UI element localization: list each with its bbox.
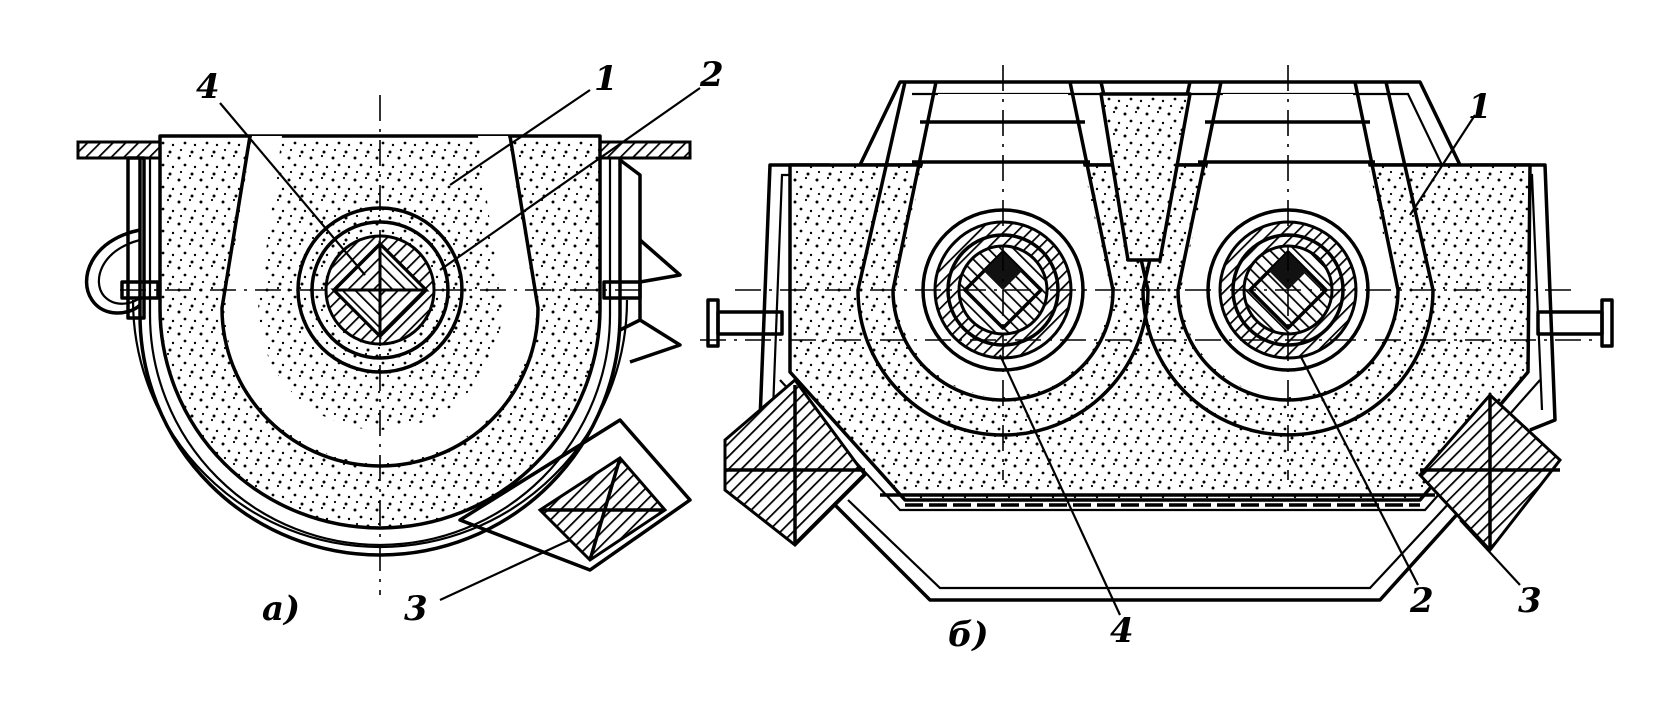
figure-b-callout-1: 1 xyxy=(1468,87,1492,127)
figure-b-lining-outline xyxy=(788,163,1532,502)
figure-a-leader-4 xyxy=(219,102,366,276)
figure-a-inductor-diag xyxy=(540,457,665,561)
figure-b-leader-3 xyxy=(1459,519,1521,586)
figure-a-leader-2 xyxy=(439,87,701,271)
figure-b: 1 2 3 4 б) xyxy=(700,65,1614,655)
figure-a-right-fin-2 xyxy=(629,318,682,364)
figure-b-left-inductor-diag xyxy=(725,385,865,545)
figure-a-leader-1 xyxy=(449,89,591,186)
figure-b-callout-4: 4 xyxy=(1110,611,1134,651)
figure-a-lining-outline xyxy=(158,134,602,530)
figure-b-leader-4 xyxy=(999,354,1121,616)
figure-a-cooling-pipe-inner xyxy=(97,238,141,305)
figure-b-right-flange xyxy=(1536,310,1604,336)
figure-a-callout-1: 1 xyxy=(594,59,618,99)
figure-b-left-flange-cap xyxy=(706,298,720,348)
figure-b-left-core xyxy=(963,250,1043,330)
figure-a-inductor-housing xyxy=(458,418,692,572)
figure-a-right-bracket xyxy=(618,158,642,332)
figure-a-right-fin xyxy=(638,238,682,284)
figure-b-left-flange xyxy=(716,310,784,336)
figure-a-caption: а) xyxy=(262,589,300,629)
figure-b-right-inductor-diag xyxy=(1420,395,1560,550)
figure-a: 4 1 2 3 а) xyxy=(76,55,724,629)
figure-a-callout-4: 4 xyxy=(196,67,220,107)
figure-b-callout-3: 3 xyxy=(1518,581,1542,621)
figure-a-top-plate xyxy=(76,140,170,160)
figure-b-middle-wedge xyxy=(1101,94,1190,260)
figure-a-leader-3 xyxy=(439,539,571,601)
figure-b-right-flange-cap xyxy=(1600,298,1614,348)
figure-a-callout-2: 2 xyxy=(699,55,724,95)
figure-a-cooling-pipe xyxy=(84,228,142,315)
figure-b-caption: б) xyxy=(948,615,989,655)
figure-a-callout-3: 3 xyxy=(404,589,428,629)
figure-a-channel-fill xyxy=(225,136,535,463)
figure-b-callout-2: 2 xyxy=(1409,581,1434,621)
figure-b-lower-frame xyxy=(828,498,1472,602)
figure-a-left-bracket xyxy=(126,156,146,320)
figure-b-lower-frame-inner xyxy=(847,499,1453,590)
figure-b-right-core xyxy=(1248,250,1328,330)
figure-b-leader-2 xyxy=(1299,354,1419,586)
figure-b-leader-1 xyxy=(1409,114,1476,216)
figure-b-middle-wedge-outline xyxy=(1099,92,1192,262)
